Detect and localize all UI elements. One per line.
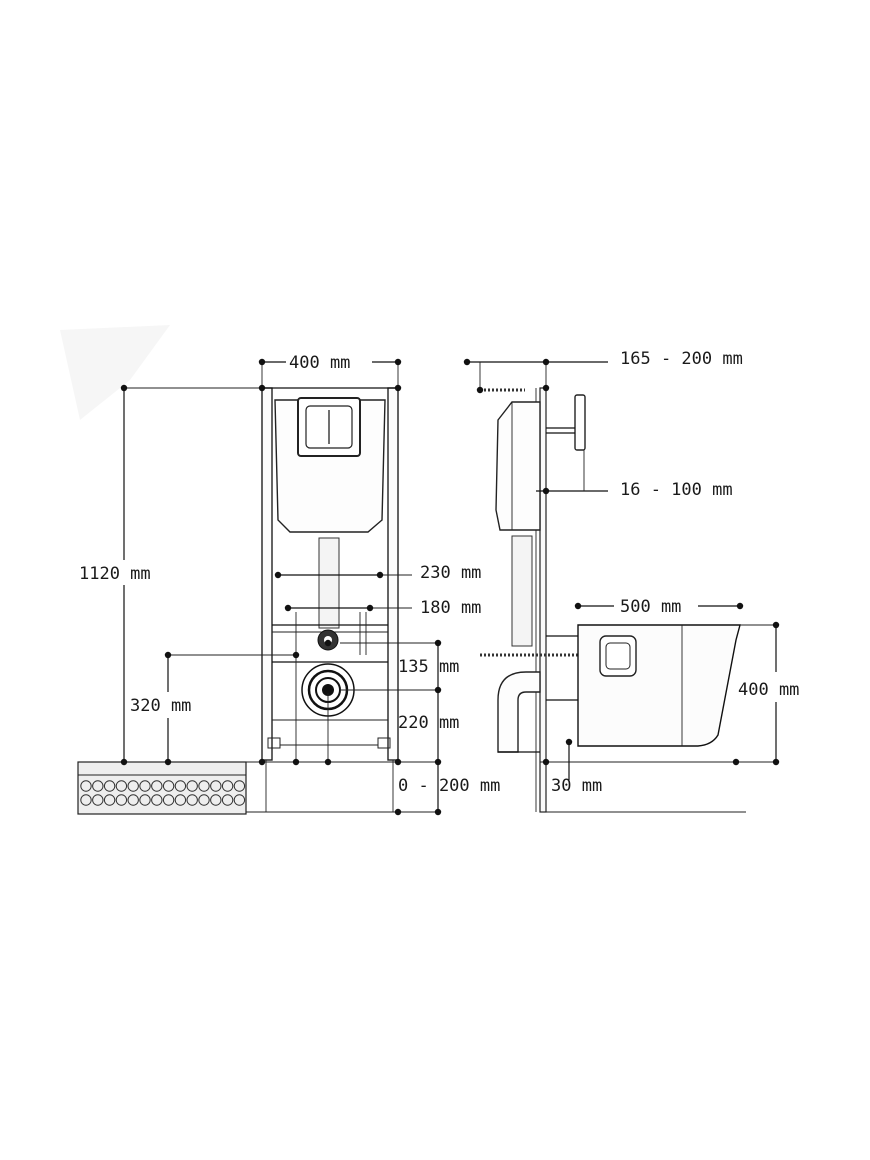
frame-width-label: 400 mm <box>289 353 350 373</box>
outlet-height-label: 320 mm <box>130 696 191 716</box>
total-height-label: 1120 mm <box>79 564 151 584</box>
floor-block <box>77 761 247 815</box>
wall-depth-label: 165 - 200 mm <box>620 349 743 369</box>
bowl-length-label: 500 mm <box>620 597 681 617</box>
floor-gap-label: 30 mm <box>551 776 602 796</box>
floor-adjust-label: 0 - 200 mm <box>398 776 500 796</box>
frame-left-post <box>261 387 273 761</box>
cistern-side <box>495 401 541 531</box>
cistern-offset-label: 16 - 100 mm <box>620 480 733 500</box>
background-smudge <box>60 325 170 420</box>
inner-spacing-label: 180 mm <box>420 598 481 618</box>
outer-spacing-label: 230 mm <box>420 563 481 583</box>
front-dimensions: 400 mm 1120 mm 320 mm 230 mm 180 mm 135 … <box>79 353 500 812</box>
bowl-height-label: 400 mm <box>738 680 799 700</box>
inlet-offset-label: 135 mm <box>398 657 459 677</box>
drain-height-label: 220 mm <box>398 713 459 733</box>
drain-bend <box>497 671 541 753</box>
dimension-points <box>120 358 780 816</box>
side-dimensions: 165 - 200 mm 16 - 100 mm 500 mm 400 mm 3… <box>467 349 799 813</box>
frame-right-post <box>387 387 399 761</box>
front-view <box>261 387 399 813</box>
side-view <box>480 387 586 813</box>
toilet-bowl <box>546 624 741 747</box>
side-frame <box>539 387 547 813</box>
flush-pipe <box>318 537 340 629</box>
bowl-seat-fixing <box>599 635 637 677</box>
